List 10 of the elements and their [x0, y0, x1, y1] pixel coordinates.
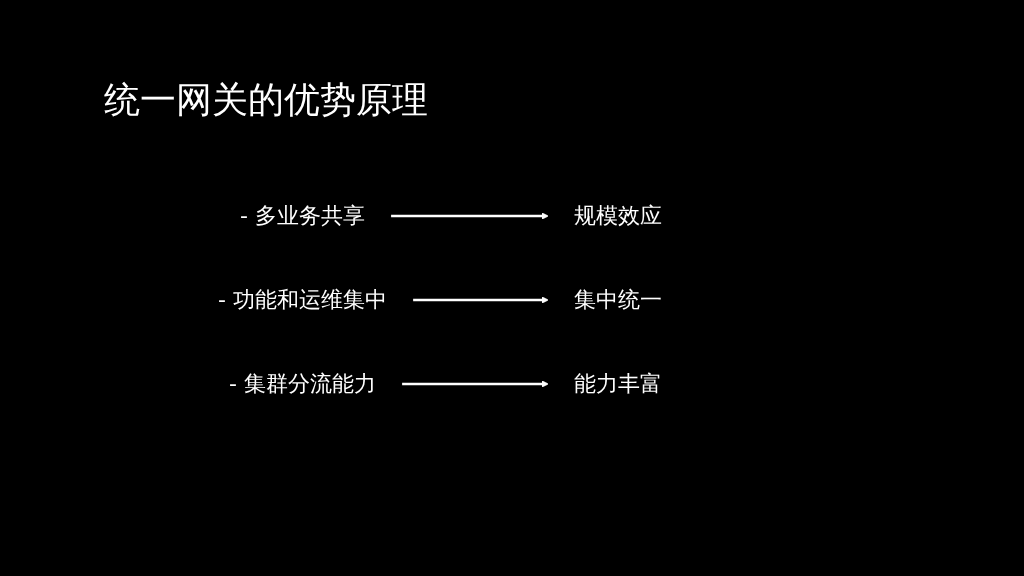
arrow [390, 212, 549, 220]
arrow [401, 380, 549, 388]
slide-title: 统一网关的优势原理 [104, 78, 428, 122]
node-text: - 功能和运维集中 [217, 286, 388, 313]
node-text: 能力丰富 [573, 370, 663, 397]
node-text: 规模效应 [573, 202, 663, 229]
node-text: - 多业务共享 [240, 202, 366, 229]
node-text: 集中统一 [573, 286, 663, 313]
node-text: - 集群分流能力 [228, 370, 377, 397]
arrow [412, 296, 549, 304]
